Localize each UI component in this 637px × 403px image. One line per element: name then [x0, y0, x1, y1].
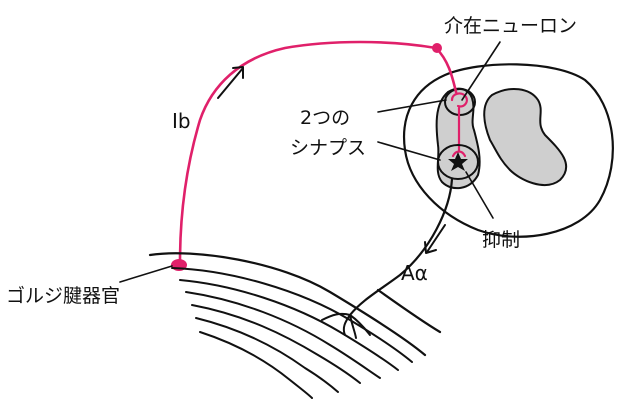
- interneuron-pointer: [462, 42, 500, 100]
- gray-matter-right: [484, 89, 566, 185]
- golgi-tendon-organ-label: ゴルジ腱器官: [6, 285, 120, 307]
- ib-label: Ib: [172, 109, 191, 133]
- inhibition-label: 抑制: [482, 229, 520, 251]
- alpha-motor-label: Aα: [401, 261, 428, 285]
- arrow-down-left-icon: [425, 225, 445, 253]
- muscle: [150, 253, 440, 398]
- inhibition-pointer: [466, 172, 493, 218]
- golgi-pointer: [120, 266, 172, 282]
- two-synapses-label-line2: シナプス: [290, 137, 366, 159]
- ib-fiber-into-cord: [436, 48, 456, 92]
- muscle-fiber: [172, 268, 412, 362]
- alpha-axon-line: [350, 179, 452, 315]
- two-synapses-label-line1: 2つの: [300, 107, 350, 129]
- interneuron-label: 介在ニューロン: [444, 15, 577, 37]
- synapse-pointer-lower: [378, 142, 440, 160]
- dorsal-root-ganglion: [432, 43, 442, 53]
- muscle-fiber: [378, 290, 440, 332]
- spinal-cord: [404, 64, 613, 236]
